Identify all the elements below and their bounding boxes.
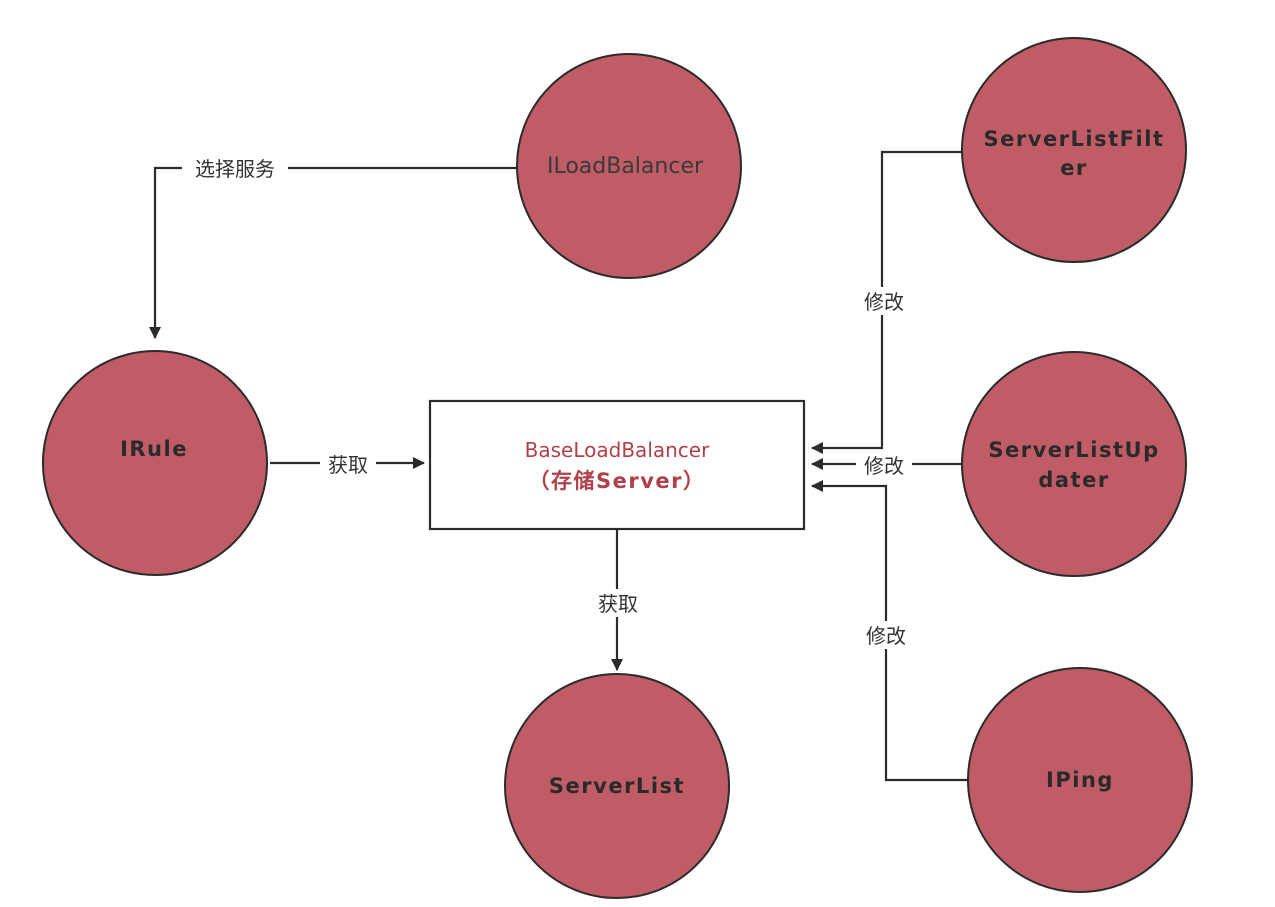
node-baseloadbalancer[interactable]: BaseLoadBalancer （存储Server） (428, 399, 806, 531)
edge-label-bg (320, 450, 376, 478)
serverlistupdater-label-line2: dater (1038, 468, 1109, 492)
node-irule[interactable]: IRule (42, 350, 268, 576)
edge-label-select-service: 选择服务 (195, 157, 275, 181)
baseloadbalancer-title: BaseLoadBalancer (525, 438, 710, 462)
serverlistupdater-label-line1: ServerListUp (988, 438, 1159, 462)
edge-label-bg (856, 451, 912, 479)
node-serverlistupdater[interactable]: ServerListUp dater (961, 351, 1187, 577)
node-iping[interactable]: IPing (967, 667, 1193, 893)
irule-label: IRule (120, 437, 188, 461)
node-iloadbalancer[interactable]: ILoadBalancer (516, 53, 742, 279)
serverlistfilter-label-line1: ServerListFilt (984, 127, 1165, 151)
serverlistfilter-label-line2: er (1060, 156, 1088, 180)
edge-label-modify-ping: 修改 (866, 624, 906, 648)
node-serverlistfilter[interactable]: ServerListFilt er (961, 37, 1187, 263)
edge-label-modify-filter: 修改 (864, 290, 904, 314)
edge-label-bg (590, 589, 646, 617)
iping-label: IPing (1046, 768, 1114, 792)
edge-iloadbalancer-to-irule (149, 166, 517, 339)
edge-label-bg (182, 155, 288, 183)
baseloadbalancer-subtitle: （存储Server） (528, 469, 705, 493)
node-serverlist[interactable]: ServerList (504, 673, 730, 899)
iloadbalancer-label: ILoadBalancer (547, 154, 704, 179)
edge-label-get-irule: 获取 (328, 453, 368, 477)
edge-label-get-serverlist: 获取 (598, 592, 638, 616)
serverlist-label: ServerList (549, 774, 685, 798)
edge-label-bg (856, 287, 912, 315)
edge-label-bg (858, 621, 914, 649)
edge-label-modify-updater: 修改 (864, 454, 904, 478)
